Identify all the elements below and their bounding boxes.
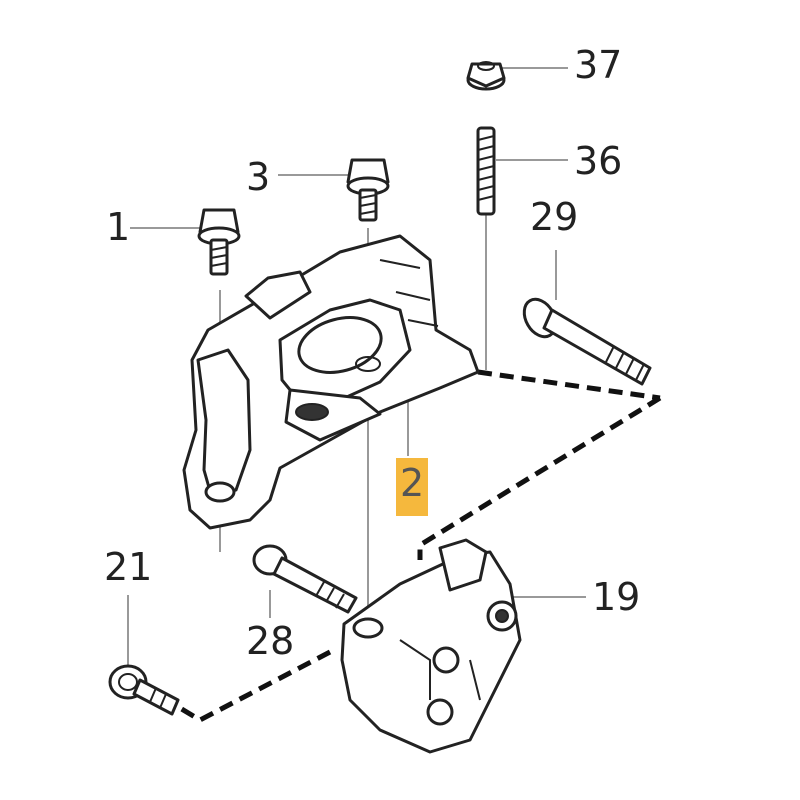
flange-nut-37 xyxy=(466,61,506,91)
callout-28: 28 xyxy=(246,619,295,663)
bolt-29 xyxy=(522,297,652,386)
callout-36: 36 xyxy=(574,139,623,183)
bracket-19 xyxy=(340,538,522,754)
callout-21: 21 xyxy=(104,545,153,589)
callout-3: 3 xyxy=(246,155,271,199)
callout-19: 19 xyxy=(592,575,641,619)
bolt-28 xyxy=(252,544,358,614)
bolt-3 xyxy=(346,158,390,222)
callout-2-highlighted: 2 xyxy=(396,458,429,516)
bolt-21 xyxy=(108,664,180,716)
callout-1: 1 xyxy=(106,205,131,249)
callout-29: 29 xyxy=(530,195,579,239)
callout-37: 37 xyxy=(574,43,623,87)
stud-36 xyxy=(476,126,496,216)
bolt-1 xyxy=(197,208,241,276)
assembly-dashed-lines xyxy=(178,369,662,723)
engine-mount-2 xyxy=(182,234,480,530)
